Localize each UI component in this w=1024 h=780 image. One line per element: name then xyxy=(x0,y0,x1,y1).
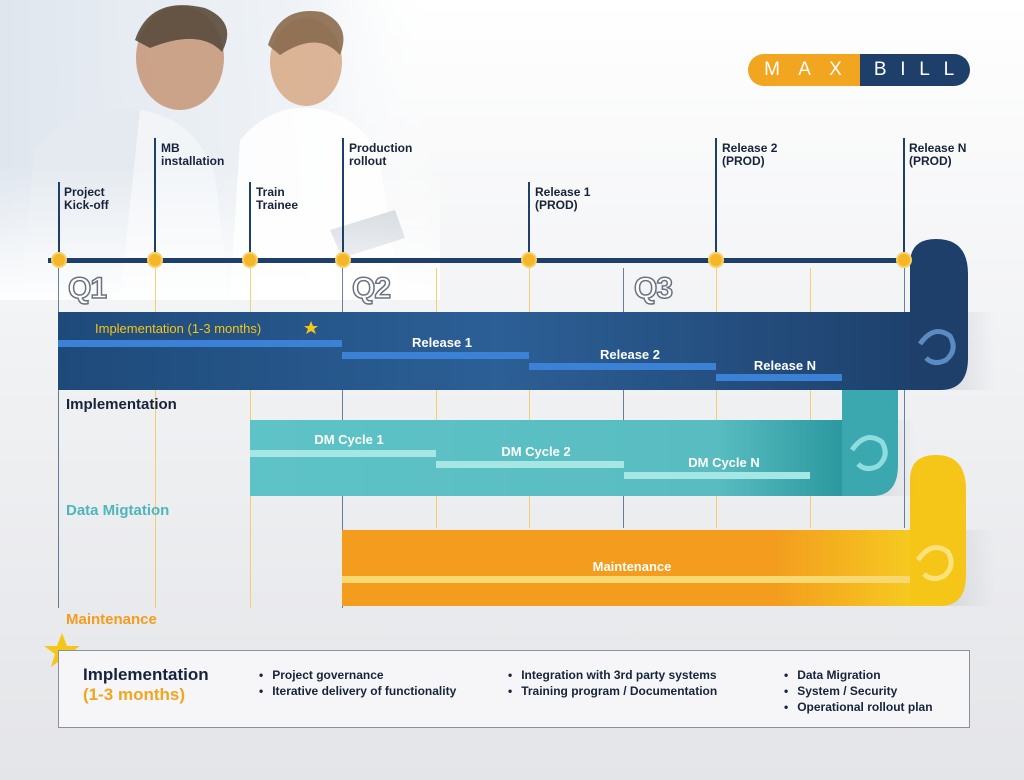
milestone-label: Release N(PROD) xyxy=(909,141,967,168)
dm-stripe xyxy=(250,450,436,457)
release-label: Release N xyxy=(753,358,817,373)
timeline-axis xyxy=(48,258,910,263)
release-label: Release 2 xyxy=(600,347,660,362)
milestone-dot xyxy=(896,252,912,268)
quarter-separator xyxy=(58,268,59,608)
quarter-label: Q2 xyxy=(351,271,392,306)
summary-subtitle: (1-3 months) xyxy=(83,685,185,704)
maxbill-logo: M A X B I L L xyxy=(748,54,970,86)
release-label: Release 1 xyxy=(412,335,472,350)
milestone-line xyxy=(154,138,156,260)
milestone-line xyxy=(58,182,60,260)
quarter-label: Q3 xyxy=(633,271,674,306)
implementation-scroll xyxy=(910,239,968,390)
implementation-phase-label: Implementation (1-3 months) xyxy=(95,321,262,336)
milestone-line xyxy=(903,138,905,260)
milestone-line xyxy=(528,182,530,260)
milestone-label: Release 1(PROD) xyxy=(535,185,591,212)
milestone-line xyxy=(715,138,717,260)
implementation-stripe xyxy=(58,340,342,347)
dm-cycle-label: DM Cycle 1 xyxy=(314,432,384,447)
dm-cycle-label: DM Cycle N xyxy=(688,455,760,470)
grid-line xyxy=(529,268,530,528)
milestone-dot xyxy=(147,252,163,268)
milestone-line xyxy=(342,138,344,260)
implementation-band-label: Implementation xyxy=(66,396,177,413)
dm-stripe xyxy=(624,472,810,479)
grid-line xyxy=(716,268,717,528)
milestone-dot xyxy=(335,252,351,268)
release-stripe xyxy=(529,363,716,370)
logo-max: M A X xyxy=(748,54,860,86)
milestone-line xyxy=(249,182,251,260)
quarter-label: Q1 xyxy=(67,271,108,306)
summary-bullet: Training program / Documentation xyxy=(508,684,717,698)
release-stripe xyxy=(342,352,529,359)
data-migration-band-label: Data Migtation xyxy=(66,502,170,519)
data-migration-bar xyxy=(250,420,875,496)
quarter-separator xyxy=(623,268,624,528)
maintenance-scroll xyxy=(910,455,966,606)
summary-bullet: Project governance xyxy=(259,668,383,682)
summary-title: Implementation xyxy=(83,665,209,684)
grid-line xyxy=(436,268,437,528)
grid-line xyxy=(155,268,156,608)
milestone-label: Release 2(PROD) xyxy=(722,141,778,168)
business-people-photo xyxy=(0,0,440,300)
summary-bullet: Iterative delivery of functionality xyxy=(259,684,456,698)
maintenance-bar xyxy=(342,530,940,606)
logo-bill: B I L L xyxy=(860,54,970,86)
summary-bullet: Operational rollout plan xyxy=(784,700,932,714)
maintenance-bar-label: Maintenance xyxy=(592,559,672,574)
release-stripe xyxy=(716,374,842,381)
milestone-dot xyxy=(242,252,258,268)
maintenance-band-label: Maintenance xyxy=(66,611,157,628)
milestone-dot xyxy=(51,252,67,268)
dm-cycle-label: DM Cycle 2 xyxy=(501,444,571,459)
milestone-dot xyxy=(521,252,537,268)
grid-line xyxy=(810,268,811,528)
summary-bullet: System / Security xyxy=(784,684,897,698)
milestone-dot xyxy=(708,252,724,268)
maintenance-stripe xyxy=(342,576,910,583)
star-icon xyxy=(304,321,318,334)
quarter-separator xyxy=(904,268,905,528)
summary-bullet: Data Migration xyxy=(784,668,880,682)
dm-stripe xyxy=(436,461,624,468)
summary-box: Implementation (1-3 months) Project gove… xyxy=(58,650,970,728)
summary-bullet: Integration with 3rd party systems xyxy=(508,668,716,682)
